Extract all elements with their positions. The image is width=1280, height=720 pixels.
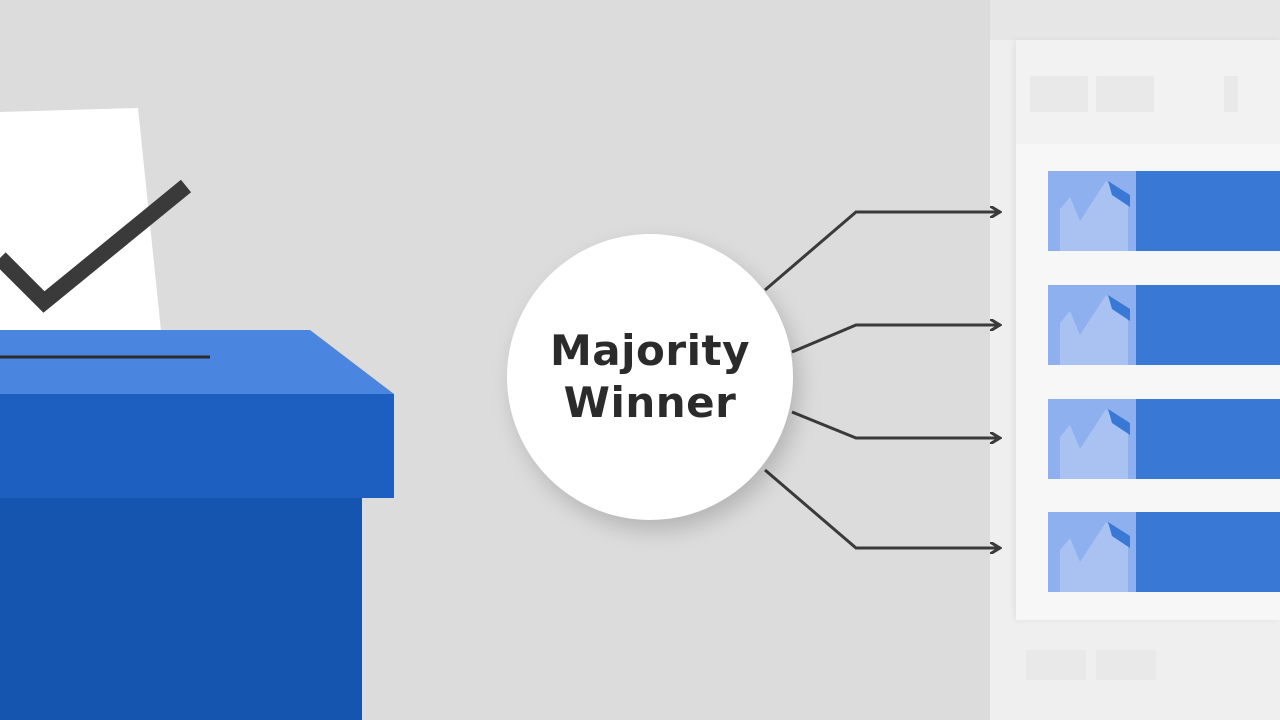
list-card-footer	[1016, 640, 1280, 690]
row-check-box	[1048, 285, 1136, 365]
right-panel-top-strip	[990, 0, 1280, 40]
result-row	[1048, 285, 1280, 365]
check-mark-icon	[1060, 522, 1130, 592]
majority-winner-hub: Majority Winner	[507, 234, 793, 520]
result-row	[1048, 512, 1280, 592]
ballot-box-body	[0, 498, 362, 720]
check-mark-icon	[1060, 409, 1130, 479]
hub-label-line2: Winner	[563, 378, 737, 427]
result-row	[1048, 399, 1280, 479]
check-mark-icon	[0, 179, 192, 313]
row-check-box	[1048, 171, 1136, 251]
row-check-box	[1048, 399, 1136, 479]
ballot-box-lid-front	[0, 394, 394, 498]
ballot-box-illustration	[0, 0, 420, 720]
list-card-header	[1016, 40, 1280, 144]
header-placeholder-block	[1224, 76, 1238, 112]
footer-placeholder-block	[1026, 650, 1086, 680]
header-placeholder-block	[1096, 76, 1154, 112]
row-check-box	[1048, 512, 1136, 592]
ballot-box-lid-top	[0, 330, 394, 394]
check-mark-icon	[1060, 295, 1130, 365]
footer-placeholder-block	[1096, 650, 1156, 680]
hub-label-line1: Majority	[550, 326, 750, 375]
result-row	[1048, 171, 1280, 251]
check-mark-icon	[1060, 181, 1130, 251]
header-placeholder-block	[1030, 76, 1088, 112]
